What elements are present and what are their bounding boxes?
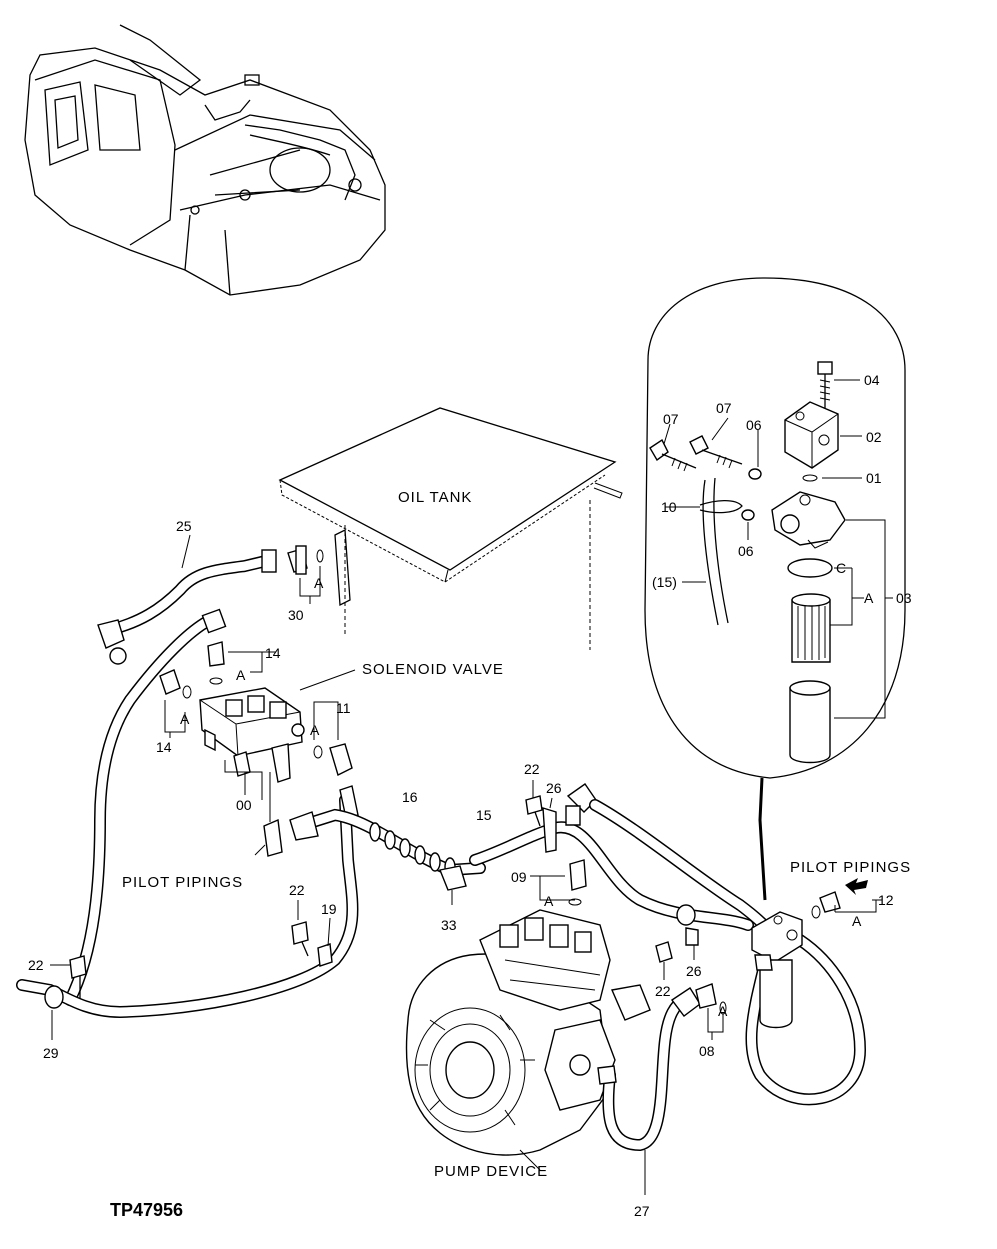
- callout-07b: 07: [716, 400, 732, 416]
- callout-16: 16: [402, 789, 418, 805]
- callout-03: 03: [896, 590, 912, 606]
- callout-19: 19: [321, 901, 337, 917]
- left-clamps: [44, 900, 333, 1040]
- pilot-pipings-left-label: PILOT PIPINGS: [122, 874, 243, 891]
- callout-12: 12: [878, 892, 894, 908]
- pump-device: PUMP DEVICE: [405, 909, 651, 1180]
- callout-11: 11: [336, 700, 351, 716]
- oil-tank: OIL TANK: [278, 407, 623, 650]
- callout-27: 27: [634, 1203, 650, 1219]
- callout-labels: 04 02 07 07 06 01 10 06 (15) C A 03 25 3…: [28, 372, 912, 1219]
- callout-22a: 22: [524, 761, 540, 777]
- callout-00: 00: [236, 797, 252, 813]
- callout-a-03: A: [864, 590, 874, 606]
- callout-a-08: A: [718, 1003, 728, 1019]
- drawing-code: TP47956: [110, 1200, 183, 1220]
- callout-a-14a: A: [236, 667, 246, 683]
- callout-02: 02: [866, 429, 882, 445]
- callout-07a: 07: [663, 411, 679, 427]
- callout-33: 33: [441, 917, 457, 933]
- callout-15-ref: (15): [652, 574, 677, 590]
- callout-a-11: A: [310, 722, 320, 738]
- pump-device-label: PUMP DEVICE: [434, 1163, 548, 1180]
- callout-30: 30: [288, 607, 304, 623]
- filter-assembly: [597, 878, 882, 1195]
- callout-26a: 26: [546, 780, 562, 796]
- solenoid-valve-assembly: [64, 534, 356, 1006]
- callout-04: 04: [864, 372, 880, 388]
- callout-01: 01: [866, 470, 882, 486]
- callout-a-14b: A: [180, 711, 190, 727]
- callout-a-12: A: [852, 913, 862, 929]
- callout-26b: 26: [686, 963, 702, 979]
- callout-29: 29: [43, 1045, 59, 1061]
- callout-c: C: [836, 560, 846, 576]
- pilot-pipings-right-label: PILOT PIPINGS: [790, 859, 911, 876]
- callout-08: 08: [699, 1043, 715, 1059]
- callout-25: 25: [176, 518, 192, 534]
- callout-22c: 22: [28, 957, 44, 973]
- callout-06b: 06: [738, 543, 754, 559]
- callout-14a: 14: [265, 645, 281, 661]
- oil-tank-label: OIL TANK: [398, 489, 472, 506]
- pilot-hoses: [16, 780, 781, 1019]
- callout-14b: 14: [156, 739, 172, 755]
- solenoid-valve-label: SOLENOID VALVE: [362, 661, 504, 678]
- callout-22b: 22: [289, 882, 305, 898]
- callout-09: 09: [511, 869, 527, 885]
- callout-22d: 22: [655, 983, 671, 999]
- callout-a-09: A: [544, 893, 554, 909]
- callout-06a: 06: [746, 417, 762, 433]
- hose-corrugation: [369, 822, 456, 877]
- filter-detail-inset: [644, 277, 906, 901]
- callout-10: 10: [661, 499, 677, 515]
- callout-a-30: A: [314, 575, 324, 591]
- excavator-overview: [24, 24, 386, 296]
- callout-15: 15: [476, 807, 492, 823]
